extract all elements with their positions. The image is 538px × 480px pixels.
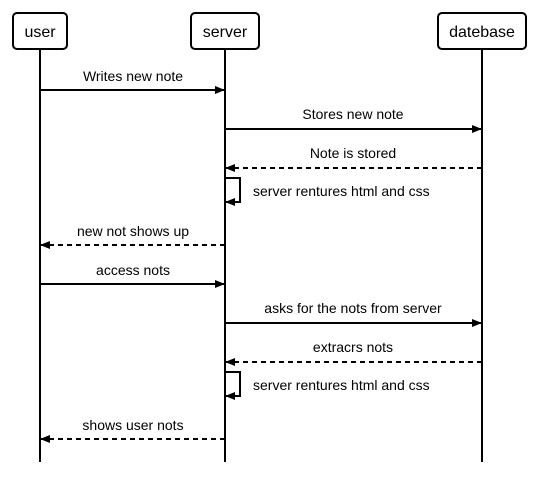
participant-server: server [190,12,260,50]
message-label: access nots [96,262,170,278]
message-label: asks for the nots from server [264,300,442,316]
message-label: server rentures html and css [253,183,430,199]
message-stores-new-note: Stores new note [225,106,482,133]
message-writes-new-note: Writes new note [40,68,225,94]
message-access-nots: access nots [40,262,225,288]
message-note-is-stored: Note is stored [225,145,482,172]
message-label: extracrs nots [313,339,393,355]
participant-user: user [12,12,68,50]
message-label: Note is stored [310,145,396,161]
participant-database-label: datebase [449,24,515,41]
participant-server-label: server [203,24,248,41]
message-label: server rentures html and css [253,377,430,393]
participant-user-label: user [24,24,56,41]
message-label: Writes new note [83,68,183,84]
message-new-not-shows-up: new not shows up [40,223,225,249]
message-extracrs-nots: extracrs nots [225,339,482,366]
message-label: new not shows up [77,223,189,239]
participant-database: datebase [437,12,527,50]
message-label: Stores new note [302,106,403,122]
message-label: shows user nots [82,417,183,433]
message-self-renders-2: server rentures html and css [225,371,430,400]
message-asks-for-nots: asks for the nots from server [225,300,482,327]
message-self-renders: server rentures html and css [225,177,430,206]
message-shows-user-nots: shows user nots [40,417,225,443]
